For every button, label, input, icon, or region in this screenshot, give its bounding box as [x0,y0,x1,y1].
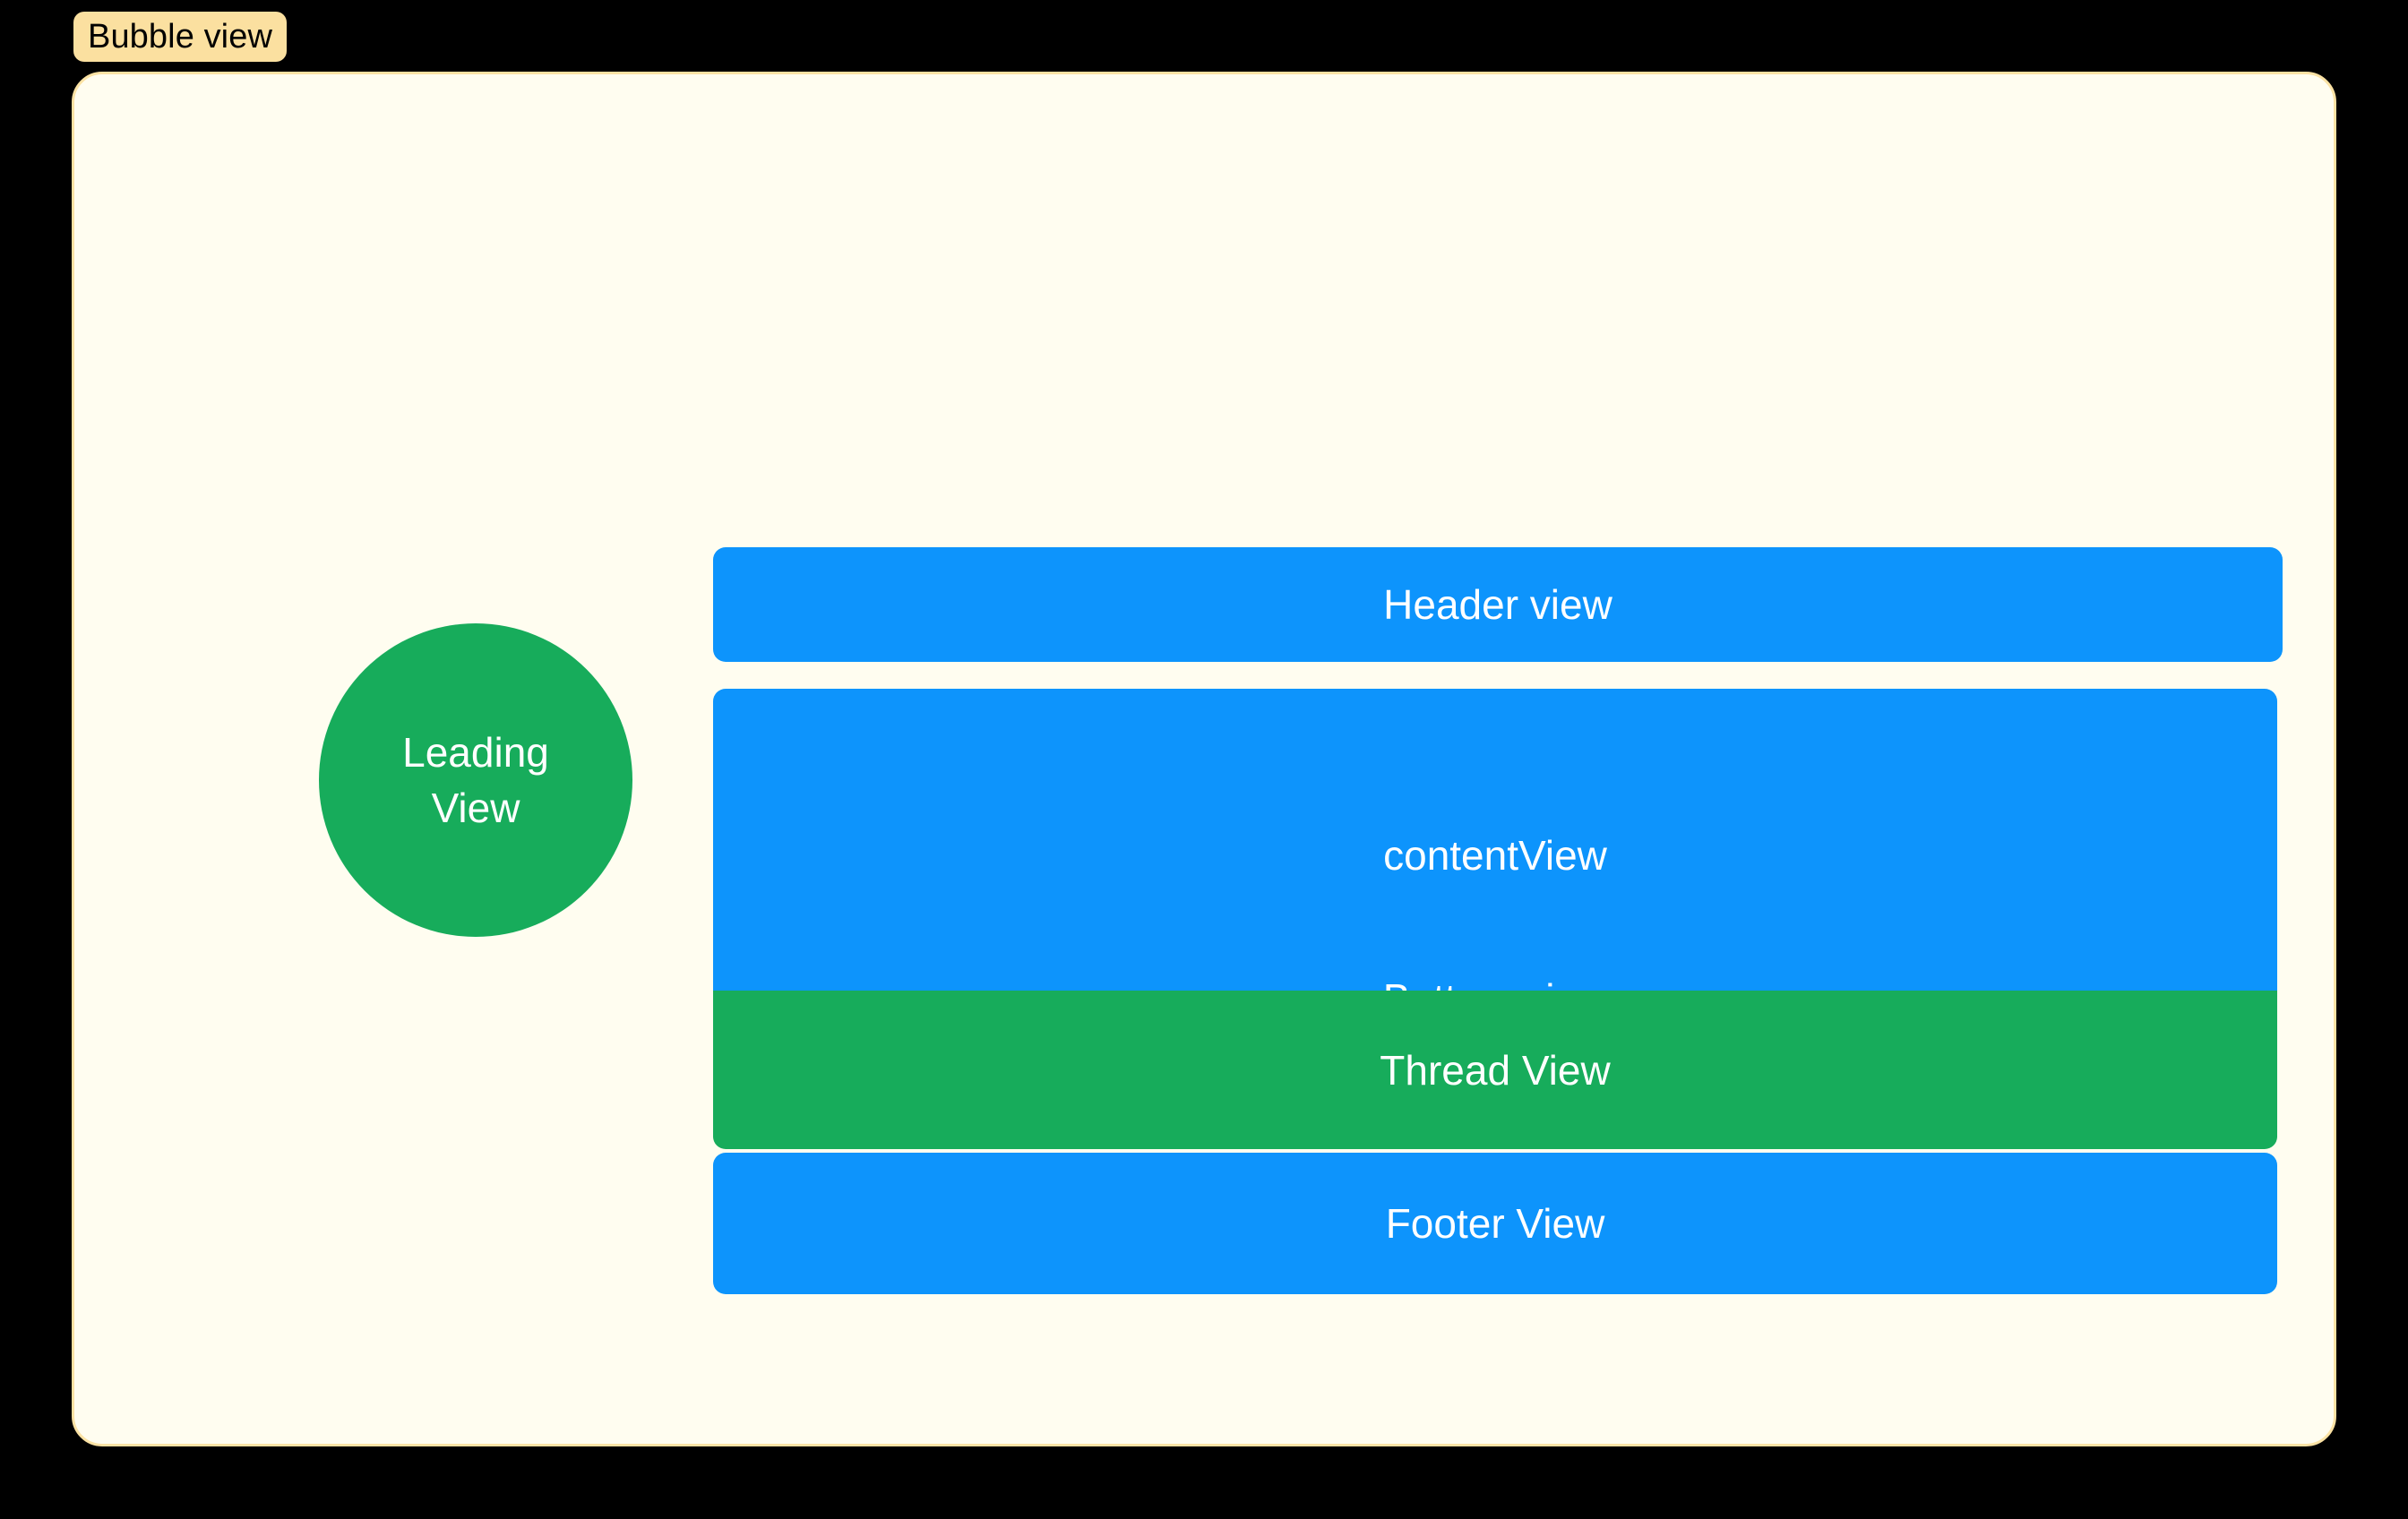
bubble-view-badge: Bubble view [73,12,287,62]
thread-view-label: Thread View [1380,1046,1611,1094]
thread-view-bar[interactable]: Thread View [713,991,2277,1149]
leading-view-label-line-1: Leading [402,728,549,776]
leading-view-circle[interactable]: Leading View [319,623,632,937]
footer-view-bar[interactable]: Footer View [713,1153,2277,1294]
bubble-view-card: Leading View Header view contentView Bot… [72,72,2336,1446]
header-view-bar[interactable]: Header view [713,547,2283,662]
footer-view-label: Footer View [1385,1200,1605,1247]
content-view-label: contentView [1383,832,1607,879]
leading-view-label-line-2: View [431,785,520,831]
bubble-view-badge-label: Bubble view [88,18,272,56]
content-view-bar[interactable]: contentView Bottom view [713,689,2277,1019]
header-view-label: Header view [1383,581,1612,628]
